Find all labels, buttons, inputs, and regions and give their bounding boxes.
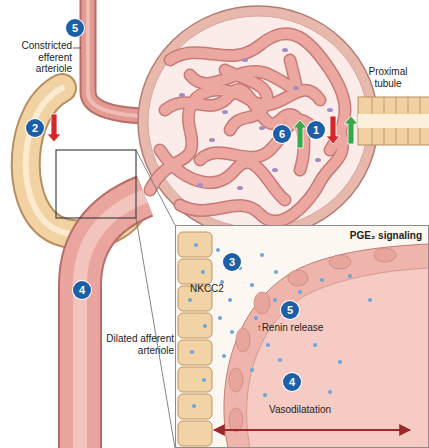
pge2-dot xyxy=(328,390,332,394)
arteriole-wall xyxy=(224,244,429,448)
granular-cell xyxy=(229,408,243,432)
pge2-dot xyxy=(194,243,198,247)
pge2-dot xyxy=(250,283,254,287)
cell-nucleus xyxy=(272,168,278,172)
proximal-tubule xyxy=(358,97,429,145)
pge2-dot xyxy=(278,358,282,362)
part-label: Vasodilatation xyxy=(245,404,355,416)
bowman-capsule xyxy=(138,6,378,238)
pge2-dot xyxy=(218,316,222,320)
increase-arrow xyxy=(344,116,358,144)
callout-number: 2 xyxy=(26,119,44,137)
cell-nucleus xyxy=(293,86,299,90)
cell-nucleus xyxy=(179,93,185,97)
cell-nucleus xyxy=(209,138,215,142)
pge2-dot xyxy=(263,393,267,397)
pge2-dot xyxy=(202,378,206,382)
pge2-dot xyxy=(338,360,342,364)
leader-line xyxy=(73,48,81,49)
capillary-loop xyxy=(160,150,285,200)
granular-cell xyxy=(229,368,243,392)
efferent-arteriole xyxy=(88,0,145,116)
pge2-dot xyxy=(228,298,232,302)
cell-nucleus xyxy=(315,158,321,162)
inset-background xyxy=(175,225,429,448)
capillary-loop xyxy=(225,70,267,130)
pge2-dot xyxy=(273,298,277,302)
macula-densa-cell xyxy=(178,340,212,365)
macula-densa-cell xyxy=(178,367,212,392)
afferent-arteriole-outline xyxy=(80,196,145,448)
part-label: Proximal tubule xyxy=(358,66,418,89)
arteriole-lumen xyxy=(247,268,429,448)
part-label: ↑Renin release xyxy=(245,322,335,334)
zoom-frame xyxy=(56,150,136,218)
cell-nucleus xyxy=(242,58,248,62)
granular-cell xyxy=(254,292,270,314)
part-label: NKCC2 xyxy=(190,283,250,295)
capillary-loop xyxy=(200,120,310,160)
afferent-arteriole xyxy=(80,196,145,448)
bowman-space xyxy=(148,16,368,228)
tubule-cell-walls xyxy=(372,97,420,145)
granular-cell xyxy=(288,270,308,286)
macula-densa-cell xyxy=(178,394,212,419)
capillary-loop xyxy=(170,34,345,150)
callout-number: 5 xyxy=(66,19,84,37)
pge2-dot xyxy=(266,343,270,347)
callout-number: 5 xyxy=(281,301,299,319)
granular-cell xyxy=(236,328,250,352)
pge2-dot xyxy=(313,343,317,347)
efferent-lumen xyxy=(88,0,145,116)
cell-nucleus xyxy=(237,186,243,190)
pge2-dot xyxy=(320,278,324,282)
pge2-dot xyxy=(230,330,234,334)
pge2-dot xyxy=(222,354,226,358)
pge2-dot xyxy=(298,290,302,294)
pge2-dot xyxy=(201,270,205,274)
decrease-arrow xyxy=(326,116,340,144)
cell-nucleus xyxy=(259,126,265,130)
cell-nucleus xyxy=(282,48,288,52)
pge2-dot xyxy=(368,298,372,302)
callout-number: 3 xyxy=(223,253,241,271)
afferent-lumen xyxy=(80,196,145,448)
callout-number: 4 xyxy=(73,281,91,299)
zoom-line xyxy=(136,150,175,225)
inset-heading: PGE₂ signaling xyxy=(350,230,422,241)
pge2-dot xyxy=(216,248,220,252)
cell-nucleus xyxy=(222,110,228,114)
efferent-arteriole-outline xyxy=(88,0,145,116)
granular-cell xyxy=(329,255,351,269)
increase-arrow xyxy=(293,120,307,148)
part-label: Dilated afferent arteriole xyxy=(100,333,174,356)
callout-number: 4 xyxy=(283,373,301,391)
macula-densa-cell xyxy=(178,421,212,446)
pge2-dot xyxy=(192,404,196,408)
pge2-dot xyxy=(250,368,254,372)
macula-densa-cell xyxy=(178,313,212,338)
pge2-dot xyxy=(348,274,352,278)
cell-nucleus xyxy=(197,183,203,187)
callout-number: 1 xyxy=(307,121,325,139)
pge2-dot xyxy=(274,270,278,274)
pge2-dot xyxy=(260,253,264,257)
decrease-arrow xyxy=(47,114,61,142)
vasodilatation-arrow xyxy=(214,429,410,431)
macula-densa-cell xyxy=(178,232,212,257)
granular-cell xyxy=(374,248,396,262)
cell-nucleus xyxy=(327,108,333,112)
capillary-outline xyxy=(200,120,310,160)
pge2-dot xyxy=(254,316,258,320)
pge2-dot xyxy=(190,350,194,354)
part-label: Constricted efferent arteriole xyxy=(12,40,72,75)
callout-number: 6 xyxy=(273,125,291,143)
macula-densa-cell xyxy=(178,259,212,284)
pge2-dot xyxy=(188,298,192,302)
pge2-dot xyxy=(203,324,207,328)
tubule-lumen xyxy=(358,114,429,128)
